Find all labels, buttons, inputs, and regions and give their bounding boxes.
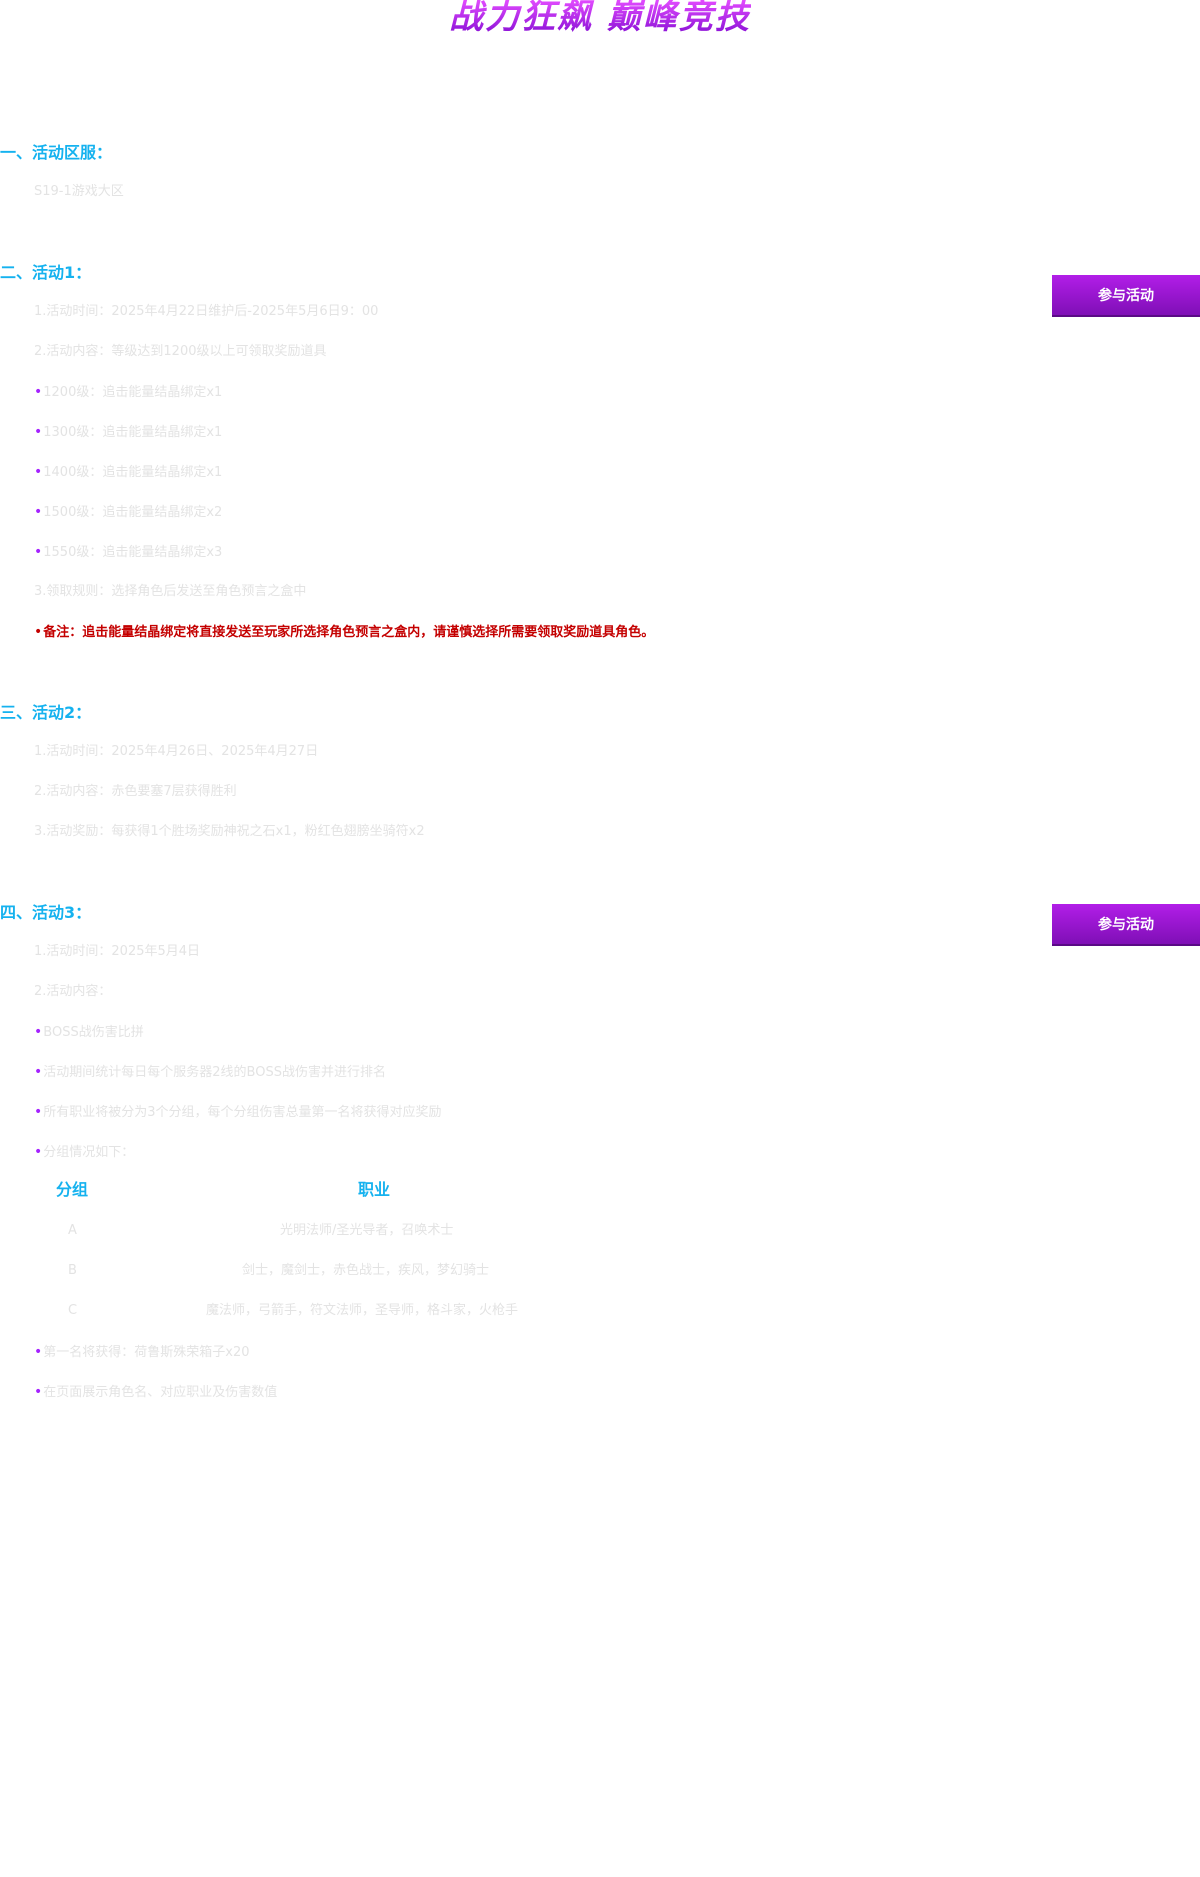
bullet-dot-icon: • (34, 1144, 43, 1160)
table-cell-group: B (68, 1263, 77, 1278)
bullet-dot-icon: • (34, 544, 43, 560)
list-item: •1400级：追击能量结晶绑定x1 (34, 464, 223, 480)
section4-content: 2.活动内容： (34, 984, 112, 999)
section2-rule: 3.领取规则：选择角色后发送至角色预言之盒中 (34, 584, 307, 599)
section3-reward: 3.活动奖励：每获得1个胜场奖励神祝之石x1，粉红色翅膀坐骑符x2 (34, 824, 425, 839)
bullet-dot-icon: • (34, 464, 43, 480)
bullet-dot-icon: • (34, 1384, 43, 1400)
list-item: •1550级：追击能量结晶绑定x3 (34, 544, 223, 560)
bullet-dot-icon: • (34, 1344, 43, 1360)
bullet-dot-icon: • (34, 424, 43, 440)
list-item: •所有职业将被分为3个分组，每个分组伤害总量第一名将获得对应奖励 (34, 1104, 442, 1120)
table-cell-class: 魔法师，弓箭手，符文法师，圣导师，格斗家，火枪手 (206, 1303, 519, 1318)
section2-time: 1.活动时间：2025年4月22日维护后-2025年5月6日9：00 (34, 304, 379, 319)
list-item: •BOSS战伤害比拼 (34, 1024, 144, 1040)
list-item: •1300级：追击能量结晶绑定x1 (34, 424, 223, 440)
section4-time: 1.活动时间：2025年5月4日 (34, 944, 201, 959)
banner: 战力狂飙 巅峰竞技 (0, 0, 1200, 40)
section3-content: 2.活动内容：赤色要塞7层获得胜利 (34, 784, 237, 799)
section2-heading: 二、活动1： (0, 263, 92, 282)
table-cell-group: A (68, 1223, 77, 1238)
banner-title: 战力狂飙 巅峰竞技 (449, 0, 751, 37)
bullet-dot-icon: • (34, 1024, 43, 1040)
list-item: •活动期间统计每日每个服务器2线的BOSS战伤害并进行排名 (34, 1064, 386, 1080)
table-cell-group: C (68, 1303, 78, 1318)
bullet-dot-icon: • (34, 1064, 43, 1080)
list-item: •1200级：追击能量结晶绑定x1 (34, 384, 223, 400)
list-item: •第一名将获得：荷鲁斯殊荣箱子x20 (34, 1344, 250, 1360)
bullet-dot-icon: • (34, 504, 43, 520)
section2-note: •备注：追击能量结晶绑定将直接发送至玩家所选择角色预言之盒内，请谨慎选择所需要领… (34, 624, 655, 640)
list-item: •分组情况如下： (34, 1144, 135, 1160)
bullet-dot-icon: • (34, 624, 43, 640)
section1-server: S19-1游戏大区 (34, 184, 124, 199)
bullet-dot-icon: • (34, 384, 43, 400)
section2-content: 2.活动内容：等级达到1200级以上可领取奖励道具 (34, 344, 327, 359)
section3-time: 1.活动时间：2025年4月26日、2025年4月27日 (34, 744, 319, 759)
bullet-dot-icon: • (34, 1104, 43, 1120)
table-cell-class: 光明法师/圣光导者，召唤术士 (280, 1223, 454, 1238)
table-header-class: 职业 (358, 1180, 391, 1199)
list-item: •1500级：追击能量结晶绑定x2 (34, 504, 223, 520)
join-activity1-button[interactable]: 参与活动 (1052, 275, 1200, 317)
section1-heading: 一、活动区服： (0, 143, 113, 162)
join-activity3-button[interactable]: 参与活动 (1052, 904, 1200, 946)
section4-heading: 四、活动3： (0, 903, 92, 922)
list-item: •在页面展示角色名、对应职业及伤害数值 (34, 1384, 278, 1400)
section3-heading: 三、活动2： (0, 703, 92, 722)
table-cell-class: 剑士，魔剑士，赤色战士，疾风，梦幻骑士 (242, 1263, 490, 1278)
table-header-group: 分组 (56, 1180, 89, 1199)
